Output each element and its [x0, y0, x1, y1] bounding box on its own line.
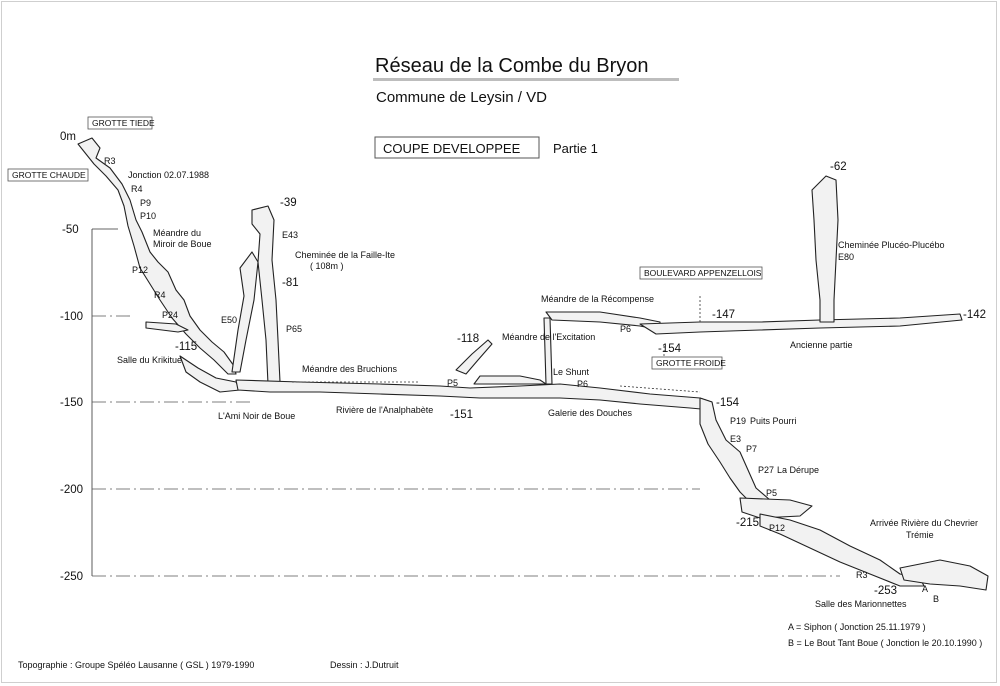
label-a: A	[922, 584, 928, 594]
section-label-box	[374, 136, 540, 159]
recompense-shaft	[543, 317, 553, 385]
label-p10: P10	[140, 211, 156, 221]
grotte-tiede-label: GROTTE TIEDE	[92, 118, 155, 128]
label-p24: P24	[162, 310, 178, 320]
label-e3: E3	[730, 434, 741, 444]
depth-81: -81	[282, 277, 299, 289]
label-tremie: Trémie	[906, 530, 934, 540]
depth-tick-50: -50	[62, 224, 79, 236]
boulevard-box	[639, 266, 763, 280]
label-puits-pourri: Puits Pourri	[750, 416, 797, 426]
marionnettes-chamber	[899, 559, 989, 591]
label-arrivee-chevrier: Arrivée Rivière du Chevrier	[870, 518, 978, 528]
credits-topography: Topographie : Groupe Spéléo Lausanne ( G…	[18, 660, 254, 670]
faille-ite-chimney	[251, 205, 281, 385]
label-faille-ite-1: Cheminée de la Faille-Ite	[295, 250, 395, 260]
label-p6-recompense: P6	[620, 324, 631, 334]
label-p5-derupe: P5	[766, 488, 777, 498]
p24-branch	[145, 321, 189, 333]
depth-151: -151	[450, 409, 473, 421]
label-p27: P27	[758, 465, 774, 475]
legend-a: A = Siphon ( Jonction 25.11.1979 )	[788, 622, 926, 632]
excitation-meander	[473, 375, 547, 385]
depth-154-douches: -154	[716, 397, 740, 409]
entrance-series-passage	[77, 137, 237, 375]
label-meandre-bruchions: Méandre des Bruchions	[302, 364, 398, 374]
grotte-chaude-label: GROTTE CHAUDE	[12, 170, 86, 180]
diagram-subtitle: Commune de Leysin / VD	[376, 89, 547, 106]
section-label: COUPE DEVELOPPEE	[383, 141, 521, 156]
label-p19: P19	[730, 416, 746, 426]
label-p12-upper: P12	[132, 265, 148, 275]
branch-118	[455, 339, 493, 375]
label-e50: E50	[221, 315, 237, 325]
ancienne-partie-gallery	[639, 313, 963, 335]
label-le-shunt: Le Shunt	[553, 367, 590, 377]
depth-115: -115	[175, 341, 197, 353]
label-r4-upper: R4	[131, 184, 143, 194]
pluceo-chimney	[811, 175, 839, 323]
depth-62: -62	[830, 161, 847, 173]
grotte-froide-box	[651, 356, 723, 370]
depth-axis: -50 -100 -150 -200 -250	[60, 224, 840, 583]
label-p7: P7	[746, 444, 757, 454]
depth-tick-250: -250	[60, 571, 83, 583]
depth-215: -215	[736, 517, 759, 529]
label-p65: P65	[286, 324, 302, 334]
depth-tick-150: -150	[60, 397, 83, 409]
label-la-derupe: La Dérupe	[777, 465, 819, 475]
label-meandre-excitation: Méandre de l'Excitation	[502, 332, 595, 342]
grotte-chaude-box	[7, 168, 89, 182]
label-e80: E80	[838, 252, 854, 262]
depth-154-froide: -154	[658, 343, 682, 355]
recompense-meander	[545, 311, 661, 331]
label-e43: E43	[282, 230, 298, 240]
e50-shaft	[231, 251, 259, 373]
label-salle-marionnettes: Salle des Marionnettes	[815, 599, 907, 609]
label-p9: P9	[140, 198, 151, 208]
label-ami-noir: L'Ami Noir de Boue	[218, 411, 295, 421]
puits-pourri-series	[699, 397, 771, 509]
depth-39: -39	[280, 197, 297, 209]
label-r4-lower: R4	[154, 290, 166, 300]
p5-chamber	[739, 497, 813, 519]
boulevard-label: BOULEVARD APPENZELLOIS	[644, 268, 762, 278]
lower-series-passage	[759, 513, 925, 587]
label-b: B	[933, 594, 939, 604]
depth-147: -147	[712, 309, 735, 321]
label-ancienne-partie: Ancienne partie	[790, 340, 853, 350]
credits-drawing: Dessin : J.Dutruit	[330, 660, 399, 670]
label-r3-upper: R3	[104, 156, 116, 166]
depth-253: -253	[874, 585, 897, 597]
label-galerie-douches: Galerie des Douches	[548, 408, 633, 418]
depth-118: -118	[457, 333, 479, 345]
depth-tick-100: -100	[60, 311, 83, 323]
legend-b: B = Le Bout Tant Boue ( Jonction le 20.1…	[788, 638, 982, 648]
label-p5-gallery: P5	[447, 378, 458, 388]
label-salle-krikitue: Salle du Krikitue	[117, 355, 182, 365]
label-r3-lower: R3	[856, 570, 868, 580]
grotte-froide-label: GROTTE FROIDE	[656, 358, 726, 368]
label-miroir-1: Méandre du	[153, 228, 201, 238]
label-pluceo-1: Cheminée Plucéo-Plucébo	[838, 240, 945, 250]
label-jonction-1988: Jonction 02.07.1988	[128, 170, 209, 180]
depth-0m: 0m	[60, 131, 76, 143]
depth-tick-200: -200	[60, 484, 83, 496]
label-miroir-2: Miroir de Boue	[153, 239, 212, 249]
label-p6-shunt: P6	[577, 379, 588, 389]
part-label: Partie 1	[553, 141, 598, 156]
cave-passages	[77, 137, 989, 591]
title-underline	[373, 78, 679, 81]
diagram-title: Réseau de la Combe du Bryon	[375, 55, 649, 77]
depth-142: -142	[963, 309, 986, 321]
grotte-tiede-box	[87, 116, 153, 130]
label-p12-lower: P12	[769, 523, 785, 533]
label-faille-ite-2: ( 108m )	[310, 261, 344, 271]
label-meandre-recompense: Méandre de la Récompense	[541, 294, 654, 304]
label-riviere-analphabete: Rivière de l'Analphabète	[336, 405, 433, 415]
